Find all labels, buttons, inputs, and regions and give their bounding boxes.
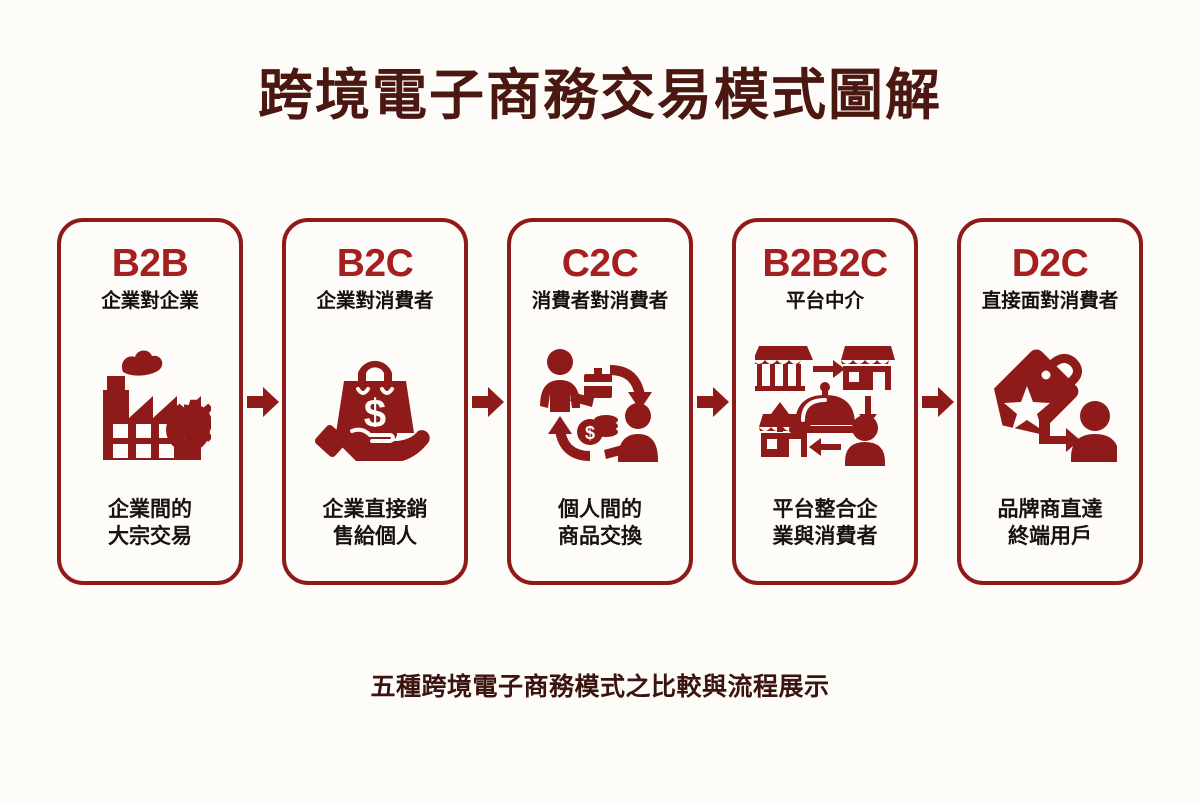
shopping-bag-hand-icon: $ xyxy=(286,310,464,496)
svg-text:$: $ xyxy=(364,392,386,436)
model-card-d2c[interactable]: D2C 直接面對消費者 xyxy=(957,218,1143,585)
platform-shops-cycle-icon xyxy=(736,310,914,496)
model-subtitle-b2c: 企業對消費者 xyxy=(316,290,434,312)
model-card-row: B2B 企業對企業 xyxy=(57,218,1147,585)
model-description-b2b: 企業間的 大宗交易 xyxy=(108,497,192,549)
model-subtitle-b2b: 企業對企業 xyxy=(101,290,199,312)
model-description-b2c: 企業直接銷 售給個人 xyxy=(322,497,428,549)
model-description-c2c: 個人間的 商品交換 xyxy=(558,497,642,549)
model-subtitle-d2c: 直接面對消費者 xyxy=(981,290,1119,312)
person-exchange-icon: $ xyxy=(511,310,689,496)
flow-arrow-2-slot xyxy=(468,218,507,585)
model-description-b2b2c: 平台整合企 業與消費者 xyxy=(772,497,878,549)
flow-arrow-3-slot xyxy=(693,218,732,585)
page-title: 跨境電子商務交易模式圖解 xyxy=(257,64,942,126)
factory-gear-icon xyxy=(61,310,239,496)
model-description-d2c: 品牌商直達 終端用戶 xyxy=(997,497,1103,549)
model-code-d2c: D2C xyxy=(1011,242,1089,285)
model-code-b2c: B2C xyxy=(336,242,414,285)
right-arrow-icon xyxy=(471,386,504,417)
right-arrow-icon xyxy=(246,386,279,417)
flow-arrow-4-slot xyxy=(918,218,957,585)
price-tag-person-icon xyxy=(961,310,1139,496)
model-subtitle-b2b2c: 平台中介 xyxy=(785,290,864,312)
model-code-b2b: B2B xyxy=(111,242,189,285)
flow-arrow-1-slot xyxy=(243,218,282,585)
model-card-b2b[interactable]: B2B 企業對企業 xyxy=(57,218,243,585)
model-code-c2c: C2C xyxy=(561,242,639,285)
model-card-c2c[interactable]: C2C 消費者對消費者 xyxy=(507,218,693,585)
footer-caption: 五種跨境電子商務模式之比較與流程展示 xyxy=(370,673,830,701)
right-arrow-icon xyxy=(696,386,729,417)
right-arrow-icon xyxy=(921,386,954,417)
model-card-b2c[interactable]: B2C 企業對消費者 $ 企業直接銷 售給個人 xyxy=(282,218,468,585)
model-card-b2b2c[interactable]: B2B2C 平台中介 xyxy=(732,218,918,585)
svg-text:$: $ xyxy=(585,423,595,443)
model-subtitle-c2c: 消費者對消費者 xyxy=(531,290,669,312)
model-code-b2b2c: B2B2C xyxy=(762,242,888,285)
